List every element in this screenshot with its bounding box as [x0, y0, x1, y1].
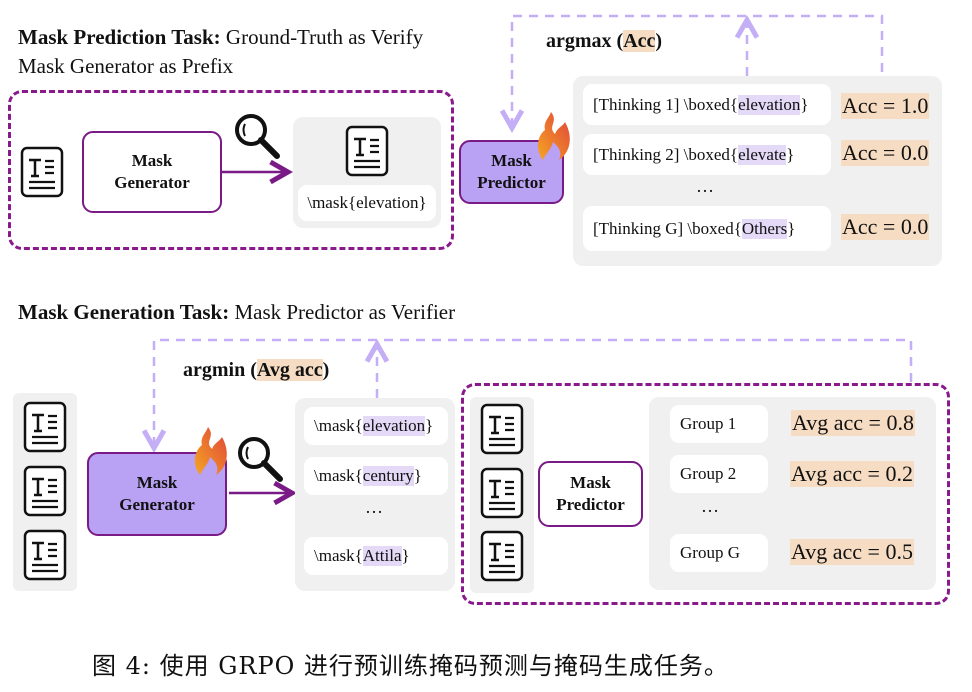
mask-generator-label-2: Generator [119, 495, 195, 514]
candidate-suffix: } [413, 466, 422, 485]
bottom-title-rest: Mask Predictor as Verifier [229, 300, 456, 324]
document-text-icon [480, 530, 524, 587]
top-title-bold: Mask Prediction Task: [18, 25, 221, 49]
rollout-answer: elevation [738, 94, 801, 115]
flame-icon [533, 110, 573, 167]
rollout-score: Acc = 0.0 [841, 140, 930, 166]
mask-predictor-label-1: Mask [491, 151, 532, 170]
magnifier-icon [231, 110, 283, 167]
rollout-prefix: [Thinking 2] \boxed{ [593, 144, 739, 164]
group-scores-panel: Group 1 Avg acc = 0.8 Group 2 Avg acc = … [649, 397, 936, 590]
document-text-icon [480, 467, 524, 524]
argmax-objective: argmax (Acc) [546, 30, 662, 53]
rollout-suffix: } [800, 94, 809, 114]
mask-predictor-label-1: Mask [570, 473, 611, 492]
group-score: Avg acc = 0.5 [790, 539, 914, 565]
argmin-prefix: argmin ( [183, 359, 257, 381]
argmin-highlight: Avg acc [256, 359, 323, 381]
masked-output-panel: \mask{elevation} [293, 117, 441, 228]
candidate-word: century [362, 466, 414, 486]
input-documents-panel [13, 393, 77, 591]
bottom-title-bold: Mask Generation Task: [18, 300, 230, 324]
rollout-score: Acc = 0.0 [841, 214, 930, 240]
candidate-mask: \mask{century} [304, 457, 448, 495]
mask-generator-label-2: Generator [114, 173, 190, 192]
candidate-mask: \mask{Attila} [304, 537, 448, 575]
argmin-objective: argmin (Avg acc) [183, 359, 329, 382]
mask-predictor-verifier-frame [461, 383, 950, 605]
document-text-icon [23, 401, 67, 458]
group-score: Avg acc = 0.8 [791, 410, 915, 436]
candidate-masks-panel: \mask{elevation} \mask{century} … \mask{… [295, 398, 455, 591]
mask-suffix: } [418, 193, 427, 212]
rollout-prefix: [Thinking 1] \boxed{ [593, 94, 739, 114]
mask-word: elevation [356, 193, 419, 212]
group-label: Group 2 [670, 455, 768, 493]
rollout-answer: Others [741, 218, 788, 239]
rollout-row: [Thinking 2] \boxed{elevate} [583, 134, 831, 175]
mask-generation-prefix-frame [8, 90, 454, 250]
rollout-suffix: } [786, 144, 795, 164]
mask-prefix: \mask{ [307, 193, 357, 212]
candidate-ellipsis: … [365, 497, 386, 517]
document-text-icon [345, 125, 389, 182]
mask-generator-label-1: Mask [131, 151, 173, 170]
rollout-prefix: [Thinking G] \boxed{ [593, 218, 742, 238]
rollout-ellipsis: … [696, 176, 717, 196]
top-section-title: Mask Prediction Task: Ground-Truth as Ve… [18, 24, 423, 50]
rollout-row: [Thinking G] \boxed{Others} [583, 206, 831, 251]
mask-generator-label-1: Mask [136, 473, 178, 492]
bottom-section-title: Mask Generation Task: Mask Predictor as … [18, 299, 455, 325]
candidate-suffix: } [401, 546, 410, 565]
candidate-prefix: \mask{ [314, 466, 363, 485]
argmax-suffix: ) [655, 30, 663, 52]
candidate-prefix: \mask{ [314, 416, 363, 435]
flame-icon [190, 424, 230, 483]
argmax-prefix: argmax ( [546, 30, 624, 52]
argmax-highlight: Acc [623, 30, 656, 52]
rollout-score: Acc = 1.0 [841, 93, 930, 119]
candidate-prefix: \mask{ [314, 546, 363, 565]
argmin-suffix: ) [322, 359, 330, 381]
mask-predictor-label-2: Predictor [477, 173, 546, 192]
document-text-icon [23, 529, 67, 586]
figure-caption: 图 4: 使用 GRPO 进行预训练掩码预测与掩码生成任务。 [92, 652, 729, 680]
group-ellipsis: … [701, 496, 722, 516]
candidate-suffix: } [425, 416, 434, 435]
group-score: Avg acc = 0.2 [790, 461, 914, 487]
candidate-word: elevation [362, 416, 426, 436]
verifier-documents-panel [470, 397, 534, 593]
document-text-icon [20, 146, 64, 203]
candidate-word: Attila [362, 546, 402, 566]
document-text-icon [23, 465, 67, 522]
group-label: Group 1 [670, 405, 768, 443]
magnifier-icon [234, 433, 286, 490]
candidate-mask: \mask{elevation} [304, 407, 448, 445]
top-title-rest: Ground-Truth as Verify [220, 25, 424, 49]
mask-predictor-label-2: Predictor [556, 495, 625, 514]
rollout-row: [Thinking 1] \boxed{elevation} [583, 84, 831, 125]
document-text-icon [480, 403, 524, 460]
group-label: Group G [670, 534, 768, 572]
rollout-suffix: } [787, 218, 796, 238]
top-section-subtitle: Mask Generator as Prefix [18, 54, 234, 78]
rollout-answer: elevate [738, 144, 787, 165]
masked-output-text: \mask{elevation} [298, 185, 436, 221]
